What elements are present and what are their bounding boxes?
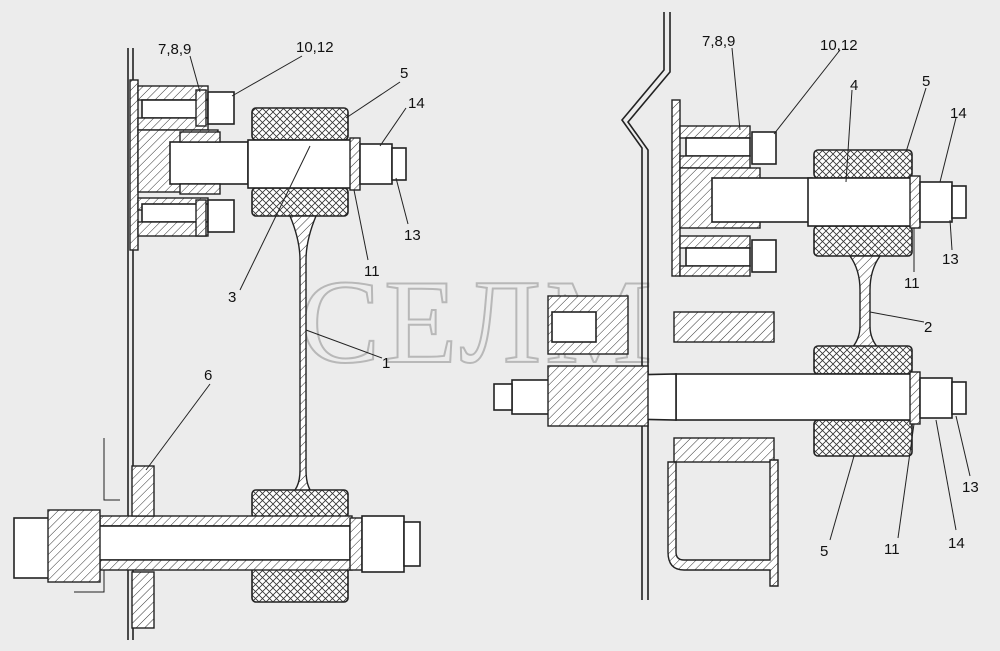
left-bearing-bottom — [179, 183, 221, 195]
left-leader-5 — [345, 81, 401, 119]
left-leader-6 — [145, 383, 211, 471]
left-bearing-top — [179, 131, 221, 143]
left-upper-nut-14 — [359, 143, 393, 185]
right-roller-web — [848, 255, 882, 351]
left-upper-bolt-head — [207, 91, 235, 125]
right-callout-1012: 10,12 — [820, 37, 858, 54]
right-upper-roller-bottom — [813, 225, 913, 257]
left-leader-14 — [379, 107, 407, 147]
right-callout-4: 4 — [850, 77, 858, 94]
left-callout-11: 11 — [364, 263, 380, 280]
right-lower-bolt-sleeve — [679, 235, 751, 249]
left-callout-1012: 10,12 — [296, 39, 334, 56]
right-callout-13b: 13 — [962, 479, 979, 496]
left-leader-1012 — [231, 55, 303, 97]
right-shaft-flange — [547, 365, 649, 427]
left-callout-6: 6 — [204, 367, 212, 384]
left-assembly-view: 7,8,9 10,12 5 14 13 11 3 1 6 — [13, 39, 425, 640]
right-callout-789: 7,8,9 — [702, 33, 735, 50]
right-leader-13a — [949, 219, 953, 251]
right-leader-14a — [939, 117, 957, 183]
left-lower-roller-top — [251, 489, 349, 519]
right-upper-bolt-sleeve-lower — [679, 155, 751, 169]
left-callout-5: 5 — [400, 65, 408, 82]
right-leader-13b — [955, 415, 971, 477]
right-callout-13a: 13 — [942, 251, 959, 268]
right-lower-washer-11 — [909, 371, 921, 425]
right-upper-nut-14 — [919, 181, 953, 223]
right-hub-bottom — [673, 437, 775, 463]
left-bracket-lines — [74, 438, 120, 593]
right-spring-pin — [551, 311, 597, 343]
right-leader-5b — [829, 455, 855, 541]
right-upper-roller-top — [813, 149, 913, 179]
left-upper-nut-13 — [391, 147, 407, 181]
left-upper-washer — [195, 89, 207, 127]
right-upper-washer-11 — [909, 175, 921, 229]
right-leader-1012 — [773, 49, 841, 135]
right-upper-nut-13 — [951, 185, 967, 219]
left-lower-nut — [361, 515, 405, 573]
right-lower-bolt-sleeve-lower — [679, 265, 751, 277]
left-callout-789: 7,8,9 — [158, 41, 191, 58]
left-lower-washer-11 — [349, 517, 363, 571]
right-callout-14a: 14 — [950, 105, 967, 122]
right-base-bracket — [667, 459, 779, 587]
left-seal-upper — [131, 465, 155, 517]
left-axle-journal — [169, 141, 249, 185]
left-long-axle — [57, 525, 351, 561]
left-leader-3 — [239, 145, 311, 291]
right-upper-bolt-shank — [685, 137, 751, 157]
left-upper-washer-11 — [349, 137, 361, 191]
left-leader-789 — [189, 55, 201, 93]
left-long-axle-sleeve-bottom — [99, 559, 353, 571]
right-lower-roller-top — [813, 345, 913, 375]
right-callout-2: 2 — [924, 319, 932, 336]
left-seal-lower — [131, 571, 155, 629]
right-lower-roller-bottom — [813, 419, 913, 457]
right-mounting-plate — [671, 99, 681, 277]
left-callout-13: 13 — [404, 227, 421, 244]
right-callout-11a: 11 — [904, 275, 920, 292]
right-callout-14b: 14 — [948, 535, 965, 552]
right-leader-14b — [935, 419, 957, 531]
right-upper-bolt-head — [751, 131, 777, 165]
right-shaft-nut — [493, 383, 513, 411]
right-mounting-panel — [620, 12, 671, 600]
right-lower-axle — [675, 373, 913, 421]
right-callout-5a: 5 — [922, 73, 930, 90]
right-leader-789 — [731, 47, 741, 131]
left-mounting-plate — [129, 79, 139, 251]
left-long-axle-sleeve-top — [99, 515, 353, 527]
left-lower-nut-end — [403, 521, 421, 567]
left-leader-11 — [353, 189, 369, 261]
right-lower-nut-13 — [951, 381, 967, 415]
left-callout-14: 14 — [408, 95, 425, 112]
left-lower-bolt-head — [207, 199, 235, 233]
right-leader-2 — [869, 311, 925, 323]
left-upper-roller-bottom — [251, 187, 349, 217]
left-leader-1 — [305, 329, 383, 359]
right-leader-4 — [845, 89, 853, 183]
right-lower-nut-14 — [919, 377, 953, 419]
right-upper-axle — [807, 177, 913, 227]
right-leader-5a — [905, 87, 927, 153]
right-hub-top — [673, 311, 775, 343]
right-lower-bolt-shank — [685, 247, 751, 267]
left-leader-13 — [395, 177, 409, 225]
left-upper-roller-top — [251, 107, 349, 141]
right-callout-5b: 5 — [820, 543, 828, 560]
left-upper-axle — [247, 139, 353, 189]
right-assembly-view: 7,8,9 10,12 4 5 14 11 13 2 13 5 11 14 — [493, 12, 979, 600]
left-axle-end-boss — [47, 509, 101, 583]
left-callout-3: 3 — [228, 289, 236, 306]
right-axle-journal — [711, 177, 813, 223]
left-callout-1: 1 — [382, 355, 390, 372]
left-lower-washer — [195, 199, 207, 237]
right-lower-bolt-head — [751, 239, 777, 273]
right-leader-11b — [897, 423, 915, 539]
right-callout-11b: 11 — [884, 541, 900, 558]
